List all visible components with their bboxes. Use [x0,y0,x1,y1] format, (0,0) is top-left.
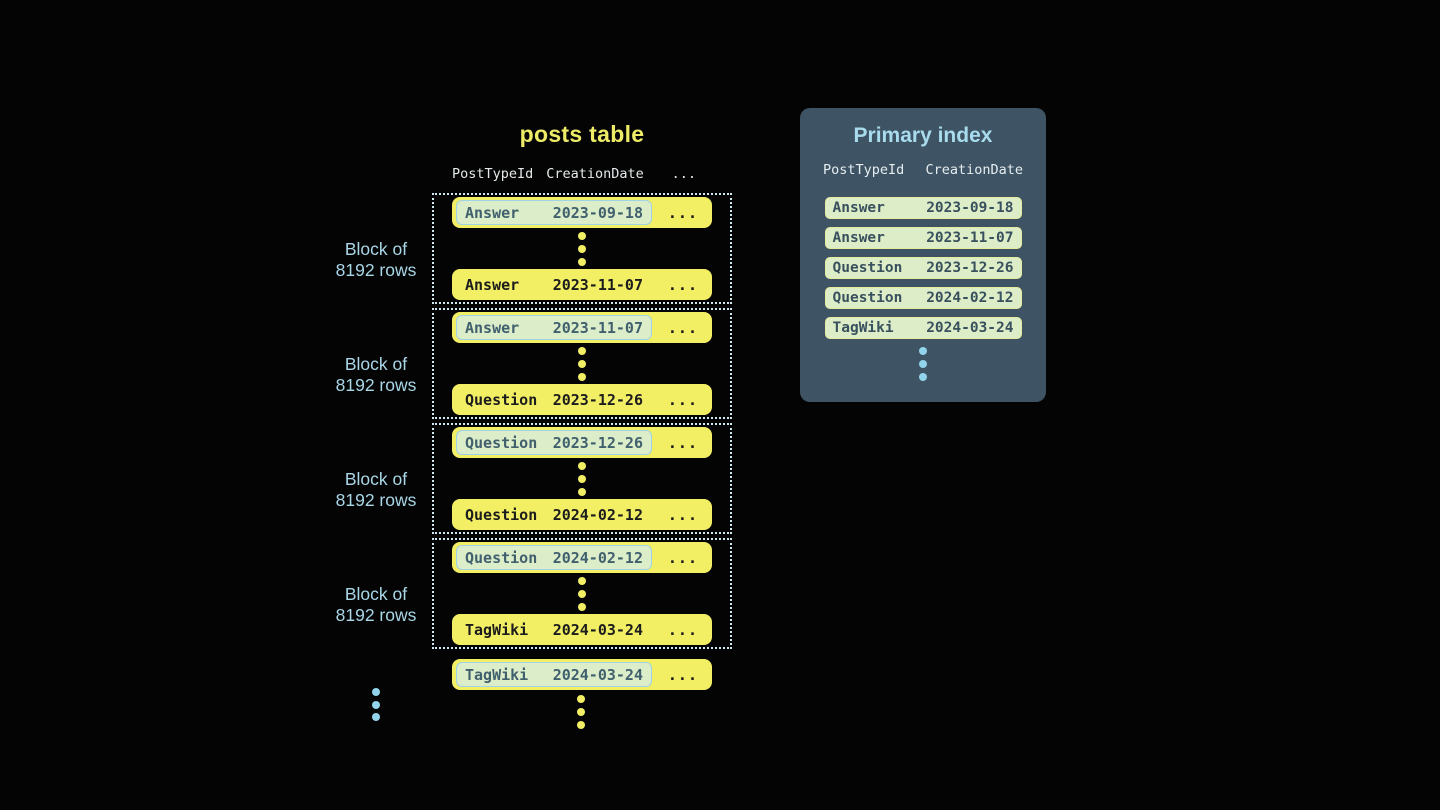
table-row: TagWiki 2024-03-24 ... [452,614,712,645]
row-block-4: Question 2024-02-12 ... TagWiki 2024-03-… [432,538,732,649]
rows-omitted-dots [578,346,586,381]
row-block-2: Answer 2023-11-07 ... Question 2023-12-2… [432,308,732,419]
row-ellipsis: ... [667,203,698,222]
table-row: Question 2024-02-12 ... [452,499,712,530]
row-ellipsis: ... [667,505,698,524]
table-row-next-block: TagWiki 2024-03-24 ... [452,659,712,690]
creation-date-value: 2023-09-18 [926,200,1014,216]
creation-date-value: 2023-12-26 [926,260,1014,276]
index-entry: Answer 2023-09-18 [824,197,1022,219]
table-row: Answer 2023-09-18 ... [452,197,712,228]
row-key: Question 2024-02-12 [456,502,652,527]
creation-date-value: 2023-11-07 [552,275,643,294]
column-header-posttypeid: PostTypeId [452,166,534,182]
more-index-entries-dots [919,347,927,381]
posts-table-title: posts table [519,121,645,147]
posts-table-column-headers: PostTypeId CreationDate ... [452,166,712,182]
block-label-2: Block of 8192 rows [335,354,417,395]
index-entry: TagWiki 2024-03-24 [824,317,1022,339]
table-row: Question 2024-02-12 ... [452,542,712,573]
creation-date-value: 2023-11-07 [926,230,1014,246]
primary-index-panel: Primary index PostTypeId CreationDate An… [800,108,1046,402]
row-key-highlighted: Answer 2023-09-18 [456,200,652,225]
post-type-value: TagWiki [465,665,529,684]
creation-date-value: 2023-12-26 [552,433,643,452]
index-entry: Question 2023-12-26 [824,257,1022,279]
row-key-highlighted: Answer 2023-11-07 [456,315,652,340]
creation-date-value: 2023-11-07 [552,318,643,337]
post-type-value: Answer [465,203,520,222]
index-entry: Answer 2023-11-07 [824,227,1022,249]
creation-date-value: 2024-03-24 [552,665,643,684]
post-type-value: Question [465,433,538,452]
creation-date-value: 2024-02-12 [552,548,643,567]
rows-omitted-dots [578,231,586,266]
post-type-value: Question [465,390,538,409]
creation-date-value: 2024-02-12 [552,505,643,524]
row-ellipsis: ... [667,548,698,567]
row-block-1: Answer 2023-09-18 ... Answer 2023-11-07 … [432,193,732,304]
column-header-ellipsis: ... [671,166,696,182]
block-label-3: Block of 8192 rows [335,469,417,510]
row-key: Answer 2023-11-07 [456,272,652,297]
row-ellipsis: ... [667,318,698,337]
post-type-value: Answer [832,230,885,246]
rows-omitted-dots [578,461,586,496]
post-type-value: TagWiki [465,620,529,639]
row-block-3: Question 2023-12-26 ... Question 2024-02… [432,423,732,534]
row-key-highlighted: Question 2024-02-12 [456,545,652,570]
column-header-posttypeid: PostTypeId [823,162,905,178]
rows-omitted-dots [578,576,586,611]
post-type-value: Answer [465,318,520,337]
block-label-4: Block of 8192 rows [335,584,417,625]
more-rows-dots [577,695,585,729]
post-type-value: Question [832,260,903,276]
creation-date-value: 2024-02-12 [926,290,1014,306]
post-type-value: TagWiki [832,320,894,336]
row-key: Question 2023-12-26 [456,387,652,412]
row-ellipsis: ... [667,390,698,409]
row-ellipsis: ... [667,433,698,452]
more-blocks-dots [372,688,380,721]
post-type-value: Question [832,290,903,306]
table-row: Answer 2023-11-07 ... [452,269,712,300]
creation-date-value: 2023-12-26 [552,390,643,409]
column-header-creationdate: CreationDate [925,162,1023,178]
post-type-value: Question [465,505,538,524]
row-key-highlighted: TagWiki 2024-03-24 [456,662,652,687]
creation-date-value: 2024-03-24 [552,620,643,639]
post-type-value: Answer [465,275,520,294]
table-row: Question 2023-12-26 ... [452,427,712,458]
primary-index-entries: Answer 2023-09-18 Answer 2023-11-07 Ques… [800,197,1046,339]
row-ellipsis: ... [667,275,698,294]
table-row: Question 2023-12-26 ... [452,384,712,415]
table-row: Answer 2023-11-07 ... [452,312,712,343]
row-key: TagWiki 2024-03-24 [456,617,652,642]
row-key-highlighted: Question 2023-12-26 [456,430,652,455]
creation-date-value: 2024-03-24 [926,320,1014,336]
index-entry: Question 2024-02-12 [824,287,1022,309]
row-ellipsis: ... [667,620,698,639]
row-ellipsis: ... [667,665,698,684]
primary-index-column-headers: PostTypeId CreationDate [823,162,1023,178]
posts-table-blocks: Answer 2023-09-18 ... Answer 2023-11-07 … [432,193,732,653]
post-type-value: Answer [832,200,885,216]
column-header-creationdate: CreationDate [546,166,644,182]
post-type-value: Question [465,548,538,567]
creation-date-value: 2023-09-18 [552,203,643,222]
primary-index-title: Primary index [853,124,993,147]
block-label-1: Block of 8192 rows [335,239,417,280]
